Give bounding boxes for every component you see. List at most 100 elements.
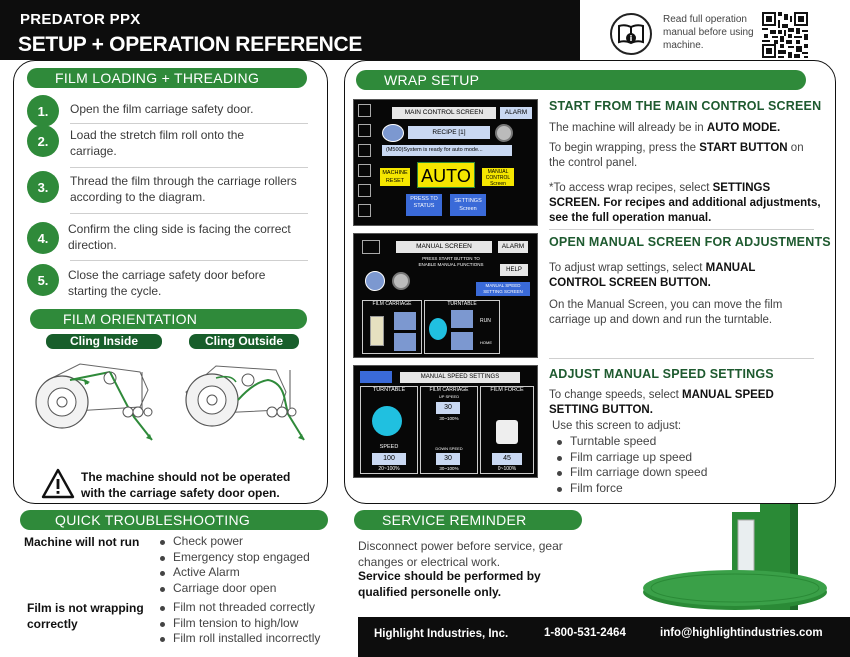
- step-divider: [70, 167, 308, 168]
- list-item: Turntable speed: [556, 434, 776, 450]
- home-icon[interactable]: [362, 240, 380, 254]
- alarm-button[interactable]: ALARM: [500, 107, 532, 119]
- trouble-label: Film is not wrapping correctly: [27, 601, 144, 631]
- email-link[interactable]: info@highlightindustries.com: [660, 627, 823, 639]
- step-text: Open the film carriage safety door.: [70, 102, 254, 116]
- list-item: Film force: [556, 481, 776, 497]
- speed-adjust-list: Turntable speed Film carriage up speed F…: [556, 434, 776, 496]
- step-number: 1.: [27, 95, 59, 127]
- settings-screen-emphasis: SETTINGS SCREEN. For recipes and additio…: [549, 182, 821, 224]
- step-divider: [70, 123, 308, 124]
- turntable-label: TURNTABLE: [372, 387, 406, 393]
- manual-book-icon: i: [610, 13, 652, 55]
- gear-icon: [392, 272, 410, 290]
- service-qualified-text: Service should be performed by qualified…: [358, 569, 541, 599]
- down-speed-range: 30~100%: [439, 466, 459, 471]
- section-text: *To access wrap recipes, select SETTINGS…: [549, 181, 821, 226]
- alarm-button[interactable]: ALARM: [498, 241, 528, 253]
- screen-title: MANUAL SCREEN: [396, 241, 492, 253]
- screen-title: MAIN CONTROL SCREEN: [392, 107, 496, 119]
- carriage-down-speed-input[interactable]: 30: [436, 453, 460, 465]
- company-name: Highlight Industries, Inc.: [374, 628, 509, 640]
- step-text: Confirm the cling side is facing the cor…: [68, 222, 291, 252]
- film-loading-heading: FILM LOADING + THREADING: [27, 68, 307, 88]
- up-speed-label: UP SPEED: [438, 394, 460, 399]
- cling-inside-label: Cling Inside: [46, 334, 162, 349]
- carriage-up-button[interactable]: [394, 312, 416, 330]
- step-divider: [70, 213, 308, 214]
- manual-control-button[interactable]: MANUAL CONTROL Screen: [482, 168, 514, 187]
- manual-enable-message: PRESS START BUTTON TO ENABLE MANUAL FUNC…: [418, 256, 484, 267]
- list-item: Film carriage down speed: [556, 465, 776, 481]
- film-force-input[interactable]: 45: [492, 453, 522, 465]
- step-number: 4.: [27, 222, 59, 254]
- film-orientation-heading: FILM ORIENTATION: [30, 309, 307, 329]
- trouble-label: Machine will not run: [24, 535, 140, 549]
- auto-mode-button[interactable]: AUTO: [417, 162, 475, 188]
- step-text: Load the stretch film roll onto the carr…: [70, 128, 245, 158]
- page-title: SETUP + OPERATION REFERENCE: [18, 33, 363, 56]
- list-item: Emergency stop engaged: [159, 550, 349, 566]
- list-item: Film roll installed incorrectly: [159, 631, 354, 647]
- up-speed-range: 30~100%: [439, 416, 459, 421]
- info-icon: [382, 124, 404, 142]
- svg-text:i: i: [630, 34, 633, 43]
- section-text: On the Manual Screen, you can move the f…: [549, 299, 783, 326]
- step-number: 5.: [27, 264, 59, 296]
- auto-mode-emphasis: AUTO MODE.: [706, 122, 781, 134]
- cling-inside-diagram: [30, 352, 170, 452]
- carriage-down-button[interactable]: [394, 333, 416, 351]
- text-run: *To access wrap recipes, select: [549, 182, 713, 194]
- step-number: 3.: [27, 171, 59, 203]
- home-label: HOME: [480, 340, 492, 345]
- settings-screen-button[interactable]: SETTINGS Screen: [450, 194, 486, 216]
- film-carriage-label: FILM CARRIAGE: [429, 387, 469, 393]
- run-label: RUN: [480, 318, 491, 324]
- text-run: To adjust wrap settings, select: [549, 262, 706, 274]
- film-force-range: 0~100%: [497, 466, 517, 472]
- film-carriage-label: FILM CARRIAGE: [372, 301, 412, 307]
- turntable-image: [372, 406, 402, 436]
- text-run: The machine will already be in: [549, 122, 707, 134]
- carriage-up-speed-input[interactable]: 30: [436, 402, 460, 414]
- manual-control-emphasis: MANUAL CONTROL SCREEN BUTTON.: [549, 262, 756, 289]
- press-to-status-button[interactable]: PRESS TO STATUS: [406, 194, 442, 216]
- cling-outside-diagram: [176, 352, 316, 452]
- step-text: Thread the film through the carriage rol…: [70, 174, 297, 204]
- film-force-label: FILM FORCE: [490, 387, 524, 393]
- list-item: Active Alarm: [159, 565, 349, 581]
- section-divider: [549, 358, 814, 359]
- recipe-display[interactable]: RECIPE [1]: [408, 126, 490, 139]
- phone-number[interactable]: 1-800-531-2464: [544, 627, 626, 639]
- header-bar: [0, 0, 580, 60]
- turntable-speed-input[interactable]: 100: [372, 453, 406, 465]
- trouble-causes-list: Film not threaded correctly Film tension…: [159, 600, 354, 647]
- step-text: Close the carriage safety door before st…: [68, 268, 266, 298]
- step-number: 2.: [27, 125, 59, 157]
- film-loading-panel: [13, 60, 328, 504]
- turntable-image: [429, 318, 447, 340]
- wrap-setup-heading: WRAP SETUP: [356, 70, 806, 90]
- turntable-run-button[interactable]: [451, 310, 473, 328]
- help-button[interactable]: HELP: [500, 264, 528, 276]
- service-heading: SERVICE REMINDER: [354, 510, 582, 530]
- troubleshooting-heading: QUICK TROUBLESHOOTING: [20, 510, 328, 530]
- service-text: Disconnect power before service, gear ch…: [358, 539, 563, 569]
- section-text: To change speeds, select MANUAL SPEED SE…: [549, 388, 779, 418]
- machine-reset-button[interactable]: MACHINE RESET: [380, 168, 410, 186]
- section-title: OPEN MANUAL SCREEN FOR ADJUSTMENTS: [549, 235, 831, 249]
- main-control-screen-image: MAIN CONTROL SCREEN ALARM RECIPE [1] (M5…: [353, 99, 538, 226]
- back-arrow-icon[interactable]: [360, 371, 392, 383]
- manual-screen-image: MANUAL SCREEN ALARM PRESS START BUTTON T…: [353, 233, 538, 358]
- turntable-label: TURNTABLE: [447, 301, 477, 307]
- section-title: START FROM THE MAIN CONTROL SCREEN: [549, 99, 822, 113]
- start-button-emphasis: START BUTTON: [699, 142, 788, 154]
- text-run: To change speeds, select: [549, 389, 682, 401]
- manual-speed-setting-button[interactable]: MANUAL SPEED SETTING SCREEN: [476, 282, 530, 296]
- list-item: Carriage door open: [159, 581, 349, 597]
- safety-warning-text: The machine should not be operated with …: [81, 470, 291, 500]
- info-icon: [365, 271, 385, 291]
- section-text: Use this screen to adjust:: [552, 420, 682, 432]
- qr-code[interactable]: [762, 12, 808, 58]
- turntable-home-button[interactable]: [451, 332, 473, 350]
